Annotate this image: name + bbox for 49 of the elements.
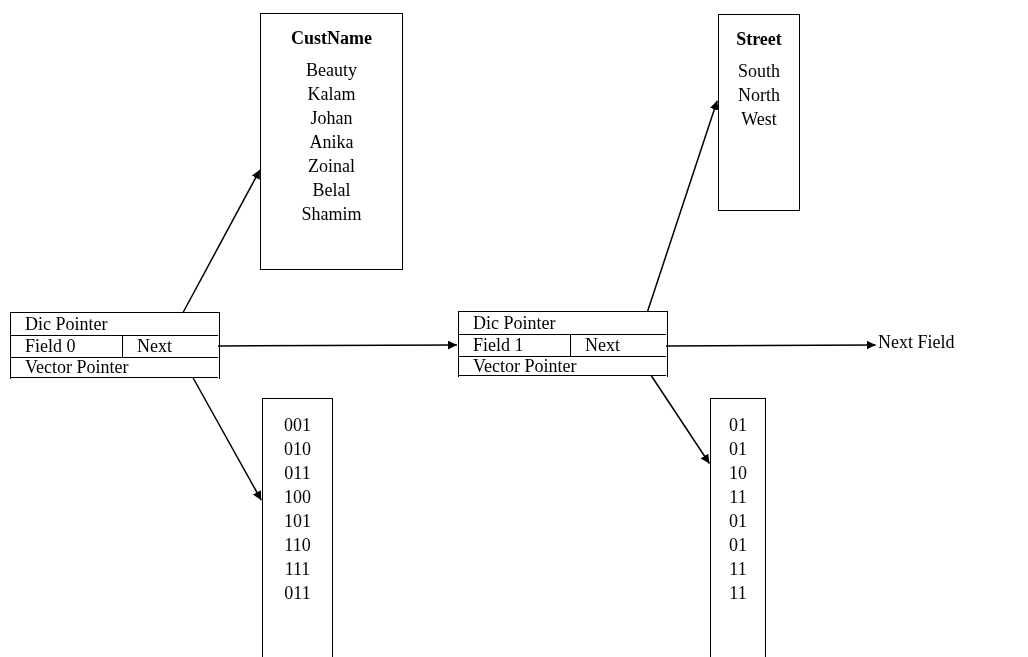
record-cell: Vector Pointer xyxy=(459,357,666,376)
list-entry: 01 xyxy=(729,510,747,533)
record-cell: Next xyxy=(123,336,218,358)
list-entry: West xyxy=(741,108,777,131)
arrow xyxy=(217,340,458,350)
list-entry: Shamim xyxy=(301,203,362,226)
record-cell: Field 1 xyxy=(459,335,571,357)
record-box xyxy=(10,312,220,379)
list-entry: 01 xyxy=(729,534,747,557)
record-cell: Dic Pointer xyxy=(459,312,666,335)
list-heading: CustName xyxy=(291,27,372,50)
record-cell: Dic Pointer xyxy=(11,313,218,336)
list-entry: 110 xyxy=(284,534,311,557)
record-box xyxy=(458,311,668,377)
record-cell: Next xyxy=(571,335,666,357)
record-cell: Field 0 xyxy=(11,336,123,358)
arrow xyxy=(665,340,877,350)
list-box xyxy=(260,13,403,270)
list-entry: 111 xyxy=(284,558,311,581)
list-entry: 101 xyxy=(284,510,311,533)
list-entry: 010 xyxy=(284,438,311,461)
list-entry: 11 xyxy=(729,558,747,581)
arrow xyxy=(646,99,719,313)
list-entry: 11 xyxy=(729,486,747,509)
list-entry: South xyxy=(738,60,780,83)
list-box xyxy=(262,398,333,657)
list-entry: 10 xyxy=(729,462,747,485)
list-entry: Zoinal xyxy=(308,155,355,178)
list-entry: North xyxy=(738,84,780,107)
list-entry: 011 xyxy=(284,462,311,485)
list-entry: 001 xyxy=(284,414,311,437)
list-heading: Street xyxy=(736,28,782,51)
record-cell: Vector Pointer xyxy=(11,358,218,378)
list-box xyxy=(710,398,766,657)
arrow xyxy=(192,377,263,501)
list-entry: Johan xyxy=(310,107,353,130)
list-entry: Anika xyxy=(309,131,354,154)
list-box xyxy=(718,14,800,211)
arrow xyxy=(182,169,261,314)
list-entry: Kalam xyxy=(307,83,356,106)
list-entry: Beauty xyxy=(306,59,357,82)
list-entry: 100 xyxy=(284,486,311,509)
list-entry: 01 xyxy=(729,438,747,461)
next-field-label: Next Field xyxy=(878,332,998,358)
list-entry: Belal xyxy=(312,179,351,202)
list-entry: 11 xyxy=(729,582,747,605)
arrow xyxy=(650,375,711,465)
list-entry: 011 xyxy=(284,582,311,605)
list-entry: 01 xyxy=(729,414,747,437)
